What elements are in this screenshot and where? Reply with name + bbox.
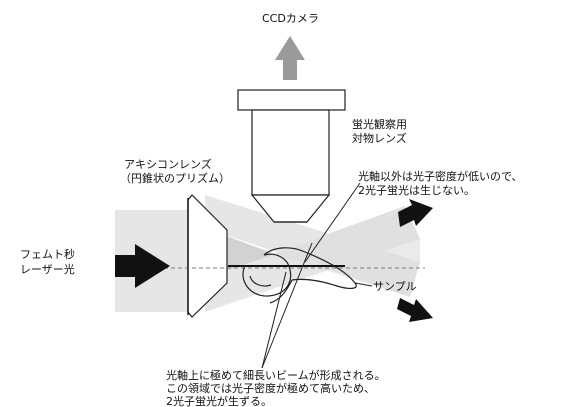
objective-label-line2: 対物レンズ — [352, 131, 407, 145]
sample-label: サンプル — [373, 280, 417, 293]
laser-label-line1: フェムト秒 — [20, 247, 75, 261]
axicon-label-line1: アキシコンレンズ — [124, 157, 212, 171]
output-arrow-upper — [398, 199, 433, 227]
objective-label-line1: 蛍光観察用 — [352, 117, 407, 131]
emission-up-arrow — [275, 36, 305, 80]
note-top-line2: 2光子蛍光は生じない。 — [358, 183, 475, 197]
leader-sample — [354, 282, 373, 287]
leader-top-note — [304, 182, 361, 263]
note-top-line1: 光軸以外は光子密度が低いので、 — [358, 169, 523, 183]
laser-label-line2: レーザー光 — [20, 262, 75, 276]
objective-lens-body — [251, 109, 330, 196]
beam-overlap-region-right — [275, 206, 420, 297]
note-bottom-line3: 2光子蛍光が生ずる。 — [166, 394, 272, 407]
objective-lens-upper — [237, 89, 346, 111]
output-arrow-lower — [397, 298, 433, 322]
leader-bottom-note-a — [261, 242, 313, 369]
leader-bottom-note-b — [261, 271, 287, 369]
laser-input-arrow — [115, 244, 170, 288]
note-bottom-line1: 光軸上に極めて細長いビームが形成される。 — [166, 368, 386, 382]
camera-label: CCDカメラ — [262, 12, 319, 25]
note-bottom-line2: この領域では光子密度が極めて高いため、 — [166, 381, 375, 395]
axicon-label-line2: （円錐状のプリズム） — [120, 171, 230, 185]
